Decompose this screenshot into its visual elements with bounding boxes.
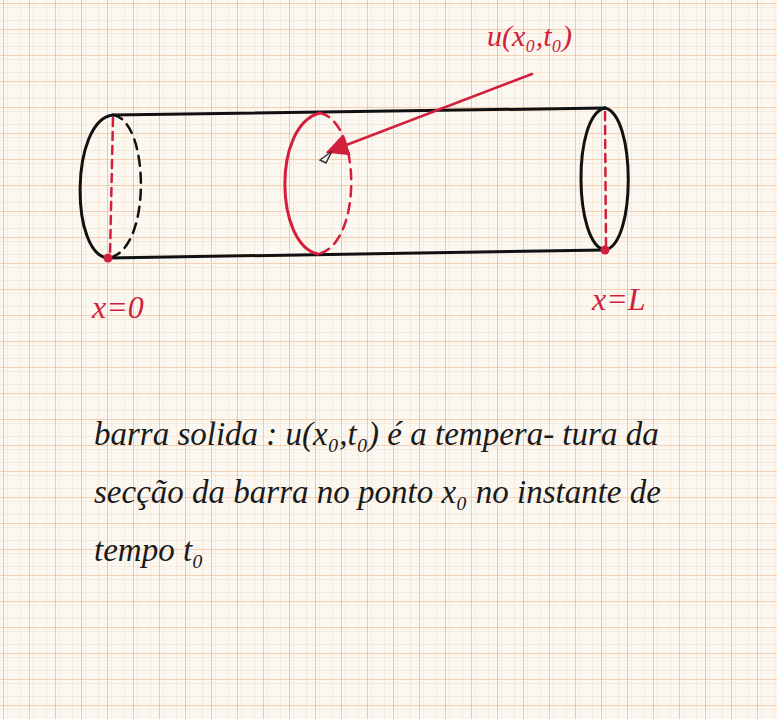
leader-arrow xyxy=(328,74,532,152)
left-section-line xyxy=(110,118,113,255)
mid-section-back xyxy=(318,113,351,254)
left-end-front xyxy=(80,115,113,258)
bottom-edge xyxy=(108,250,605,258)
end-dot xyxy=(104,254,113,263)
mid-section-front xyxy=(285,113,320,254)
end-dot xyxy=(601,246,610,255)
coordinate-label: x=L xyxy=(592,280,646,318)
function-label: u(x₀,t₀) xyxy=(487,18,572,54)
cylinder xyxy=(80,74,628,263)
note-text: barra solida : u(x₀,t₀) é a tempera- tur… xyxy=(94,405,734,579)
point-marker xyxy=(320,151,332,163)
top-edge xyxy=(113,108,605,115)
right-section-line xyxy=(605,112,606,247)
right-end-front xyxy=(581,108,605,250)
coordinate-label: x=0 xyxy=(92,288,144,326)
left-end-back xyxy=(108,115,141,258)
right-end-back xyxy=(605,108,628,250)
